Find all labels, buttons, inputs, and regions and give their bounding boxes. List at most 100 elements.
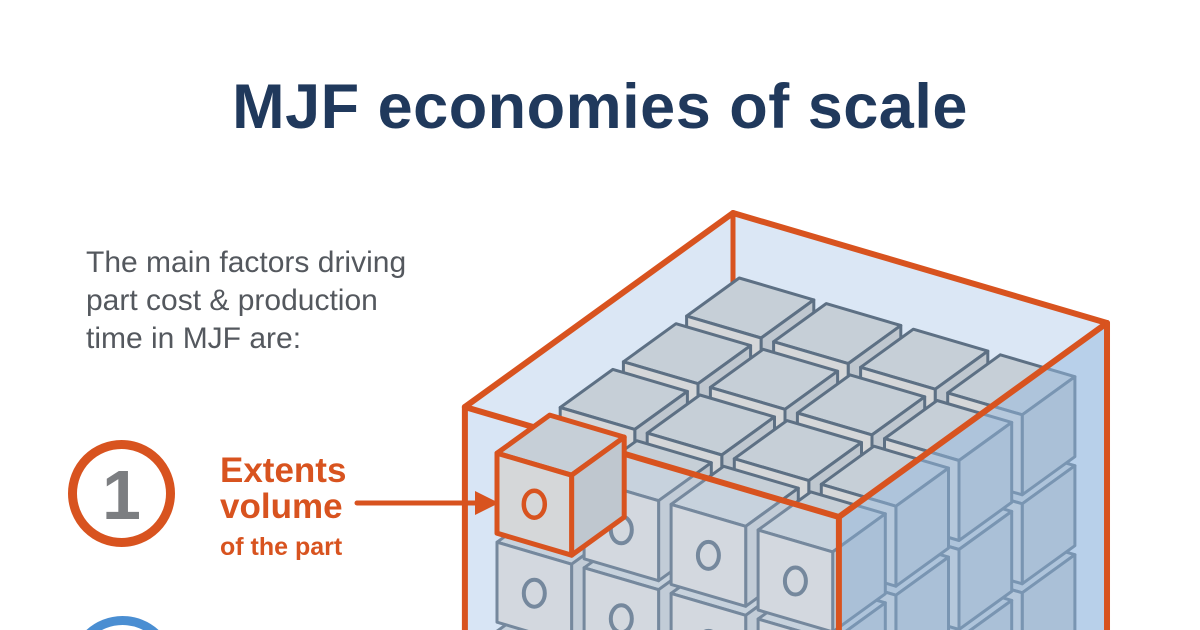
part-hole-icon [735, 600, 761, 630]
part-cube [621, 411, 753, 555]
part-hole-icon [648, 397, 674, 429]
part-cube [859, 505, 990, 630]
cube-front-face [645, 431, 724, 537]
cube-right-face [744, 575, 800, 630]
cube-front-face [621, 538, 700, 630]
part-cube [621, 322, 753, 466]
part-hole-icon [585, 532, 610, 563]
part-hole-icon [711, 440, 737, 472]
factor-1-label: Extents volume of the part [220, 453, 346, 562]
cube-right-face [1020, 553, 1077, 630]
cube-top-face [859, 505, 990, 569]
cube-top-face [772, 391, 903, 455]
part-cube [883, 577, 1014, 630]
cube-right-face [957, 509, 1014, 630]
part-cube [732, 508, 863, 630]
cube-front-face [859, 454, 937, 560]
cube-front-face [772, 429, 850, 535]
part-hole-icon [798, 555, 824, 587]
cube-top-face [645, 571, 776, 630]
arrow-head-icon [475, 491, 499, 515]
cube-right-face [845, 619, 863, 630]
cube-top-face [669, 553, 800, 617]
cube-right-face [968, 598, 1014, 630]
part-hole-icon [672, 557, 697, 589]
factor-2-number-badge [69, 616, 176, 630]
cube-right-face [783, 547, 840, 630]
cube-top-face [496, 591, 626, 630]
part-hole-icon [585, 443, 610, 474]
cube-right-face [759, 387, 816, 509]
part-hole-icon [735, 422, 761, 454]
cube-top-face [819, 533, 950, 597]
part-cube [946, 353, 1077, 497]
cube-front-face [819, 482, 898, 588]
cube-right-face [570, 524, 626, 630]
part-cube [621, 500, 753, 630]
cube-top-face [558, 456, 689, 520]
cube-right-face [720, 415, 776, 537]
part-cube [859, 327, 990, 471]
front-left-wall [464, 407, 839, 630]
cube-top-face [946, 353, 1077, 417]
part-cube [558, 456, 689, 600]
cube-front-face [708, 385, 787, 491]
cube-front-face [859, 543, 937, 630]
cube-right-face [744, 486, 800, 608]
cube-front-face [819, 571, 898, 630]
part-cube [669, 553, 800, 630]
part-cube [883, 488, 1014, 630]
back-right-wall [733, 213, 1107, 630]
part-cube [621, 589, 753, 630]
cube-right-face [569, 434, 627, 558]
cube-front-face [732, 457, 811, 563]
cube-top-face [618, 617, 681, 630]
cube-front-face [621, 449, 700, 555]
cube-front-face [685, 492, 763, 598]
part-cube [859, 416, 990, 560]
cube-right-face [1020, 375, 1077, 497]
front-walls [461, 210, 1111, 630]
cube-front-face [645, 609, 717, 630]
part-cube [863, 622, 899, 630]
cube-front-face [494, 450, 575, 558]
cube-top-face [708, 436, 840, 500]
part-hole-icon [885, 580, 911, 612]
rim-front-left [461, 403, 842, 520]
part-hole-icon [798, 377, 824, 409]
cube-front-face [732, 546, 811, 630]
part-cube [708, 347, 840, 491]
part-hole-icon [759, 494, 784, 526]
part-hole-icon [782, 565, 808, 597]
cube-right-face [633, 389, 689, 511]
cube-top-face [732, 419, 863, 483]
part-hole-icon [972, 606, 998, 630]
cube-front-face [708, 563, 787, 630]
cube-right-face [724, 611, 753, 630]
cube-right-face [870, 484, 927, 606]
part-cube [756, 490, 887, 630]
part-cube [685, 365, 816, 509]
cube-top-face [732, 508, 863, 572]
factor-1-number-badge: 1 [68, 440, 175, 547]
cube-top-face [883, 399, 1014, 462]
cube-top-face [621, 322, 753, 386]
part-cube [645, 393, 776, 537]
cube-front-face [645, 520, 724, 626]
cube-front-face [946, 569, 1024, 630]
factor-1-label-line: Extents [220, 451, 347, 490]
part-cube [772, 391, 903, 535]
page-title: MJF economies of scale [232, 72, 968, 142]
cube-front-face [795, 589, 874, 630]
part-hole-icon [822, 537, 848, 569]
part-hole-icon [972, 428, 998, 460]
part-cube [795, 373, 927, 517]
cube-top-face [883, 488, 1014, 551]
rim-back-left [461, 210, 736, 410]
part-cube [558, 545, 689, 630]
factor-1-sublabel: of the part [220, 533, 343, 561]
cube-top-face [495, 413, 626, 477]
cube-front-face [946, 480, 1024, 586]
cube-right-face [759, 476, 816, 598]
